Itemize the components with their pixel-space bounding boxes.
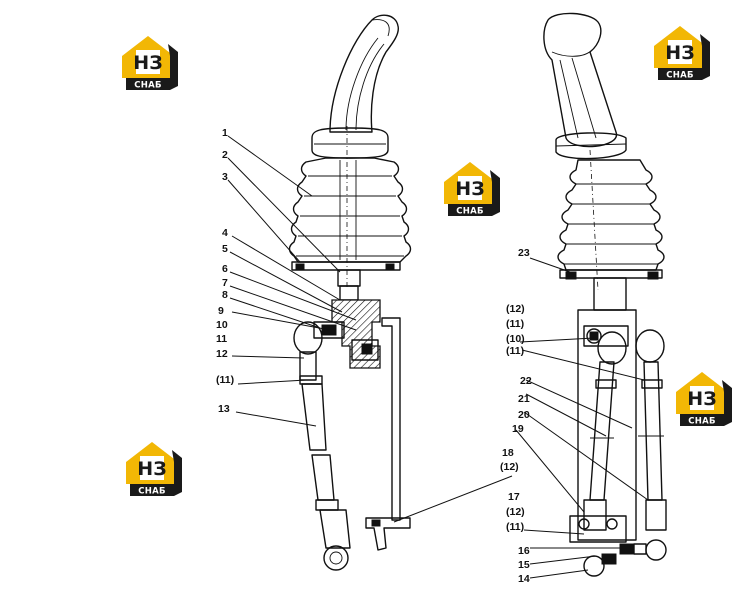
left-shaft-nut — [337, 269, 361, 287]
right-lower-clevis-a — [583, 499, 607, 531]
logo-top-text: НЗ — [133, 52, 162, 74]
callout-label: (11) — [216, 374, 234, 386]
logo-top-text: НЗ — [687, 388, 716, 410]
callout-label: (11) — [506, 521, 524, 533]
callout-label: 19 — [512, 423, 524, 435]
callout-label: 12 — [216, 348, 228, 360]
logo-top-text: НЗ — [665, 42, 694, 64]
right-push-rod-a — [589, 361, 615, 501]
callout-label: (12) — [506, 506, 525, 518]
brand-logo-bottom-left: НЗ СНАБ — [126, 442, 182, 497]
callout-label: 18 — [502, 447, 514, 459]
callout-label: 15 — [518, 559, 530, 571]
callout-label: 4 — [222, 227, 228, 239]
left-push-rod — [301, 383, 327, 451]
left-handle-collar — [311, 127, 389, 159]
left-base-plate — [291, 261, 401, 271]
left-vertical-rod — [381, 317, 401, 521]
callout-label: 9 — [218, 305, 224, 317]
brand-logo-center: НЗ СНАБ — [444, 162, 500, 217]
right-housing — [577, 309, 637, 541]
left-lower-wheel — [323, 545, 349, 571]
callout-label: 14 — [518, 573, 530, 585]
right-exterior-view — [543, 12, 667, 577]
logo-top-text: НЗ — [455, 178, 484, 200]
right-lower-clevis-b — [645, 499, 667, 531]
logo-top-text: НЗ — [137, 458, 166, 480]
callout-label: 16 — [518, 545, 530, 557]
callout-label: (10) — [506, 333, 525, 345]
logo-bottom-text: СНАБ — [456, 207, 484, 217]
right-shaft-block — [593, 277, 627, 311]
callout-label: 20 — [518, 409, 530, 421]
left-ball-joint — [293, 321, 323, 355]
left-lower-clevis — [319, 509, 351, 549]
logo-bottom-text: СНАБ — [134, 81, 162, 91]
right-handle — [543, 12, 617, 148]
right-bottom-bracket — [569, 515, 627, 543]
logo-bottom-text: СНАБ — [688, 417, 716, 427]
callout-label: 21 — [518, 393, 530, 405]
right-cross-pivot — [583, 325, 629, 347]
left-cross-pin — [313, 321, 345, 339]
callout-label: 3 — [222, 171, 228, 183]
callout-label: 1 — [222, 127, 228, 139]
right-ball-joint-b — [635, 329, 665, 363]
right-push-rod-b — [643, 361, 663, 501]
callout-label: 7 — [222, 277, 228, 289]
callout-label: 2 — [222, 149, 228, 161]
callout-label: 6 — [222, 263, 228, 275]
leader-lines — [227, 135, 649, 579]
right-bellows-boot — [557, 159, 665, 271]
callout-label: (11) — [506, 318, 524, 330]
logo-bottom-text: СНАБ — [138, 487, 166, 497]
left-handle — [329, 14, 400, 133]
callout-labels-right: 23 (12) (11) (10) (11) 22 21 20 19 17 (1… — [506, 247, 532, 585]
right-lower-ball-b — [645, 539, 667, 561]
callout-label: (12) — [506, 303, 525, 315]
callout-label: 11 — [216, 333, 227, 345]
brand-logo-right: НЗ СНАБ — [676, 372, 732, 427]
brand-logo-top-right: НЗ СНАБ — [654, 26, 710, 81]
left-bellows-boot — [288, 157, 412, 263]
callout-label: 8 — [222, 289, 228, 301]
callout-label: 10 — [216, 319, 228, 331]
logo-bottom-text: СНАБ — [666, 71, 694, 81]
right-lower-ball-a — [583, 555, 605, 577]
callout-label: 13 — [218, 403, 230, 415]
right-ball-joint-a — [597, 331, 627, 365]
callout-label: (12) — [500, 461, 519, 473]
callout-labels-left: 1 2 3 4 5 6 7 8 9 10 11 12 (11) 13 18 (1… — [216, 127, 519, 473]
left-section-view — [288, 14, 412, 571]
callout-label: 5 — [222, 243, 228, 255]
left-bracket — [365, 517, 411, 551]
callout-label: (11) — [506, 345, 524, 357]
brand-logo-top-left: НЗ СНАБ — [122, 36, 178, 91]
callout-label: 23 — [518, 247, 530, 259]
callout-label: 22 — [520, 375, 532, 387]
right-handle-collar — [555, 132, 627, 160]
callout-label: 17 — [508, 491, 520, 503]
